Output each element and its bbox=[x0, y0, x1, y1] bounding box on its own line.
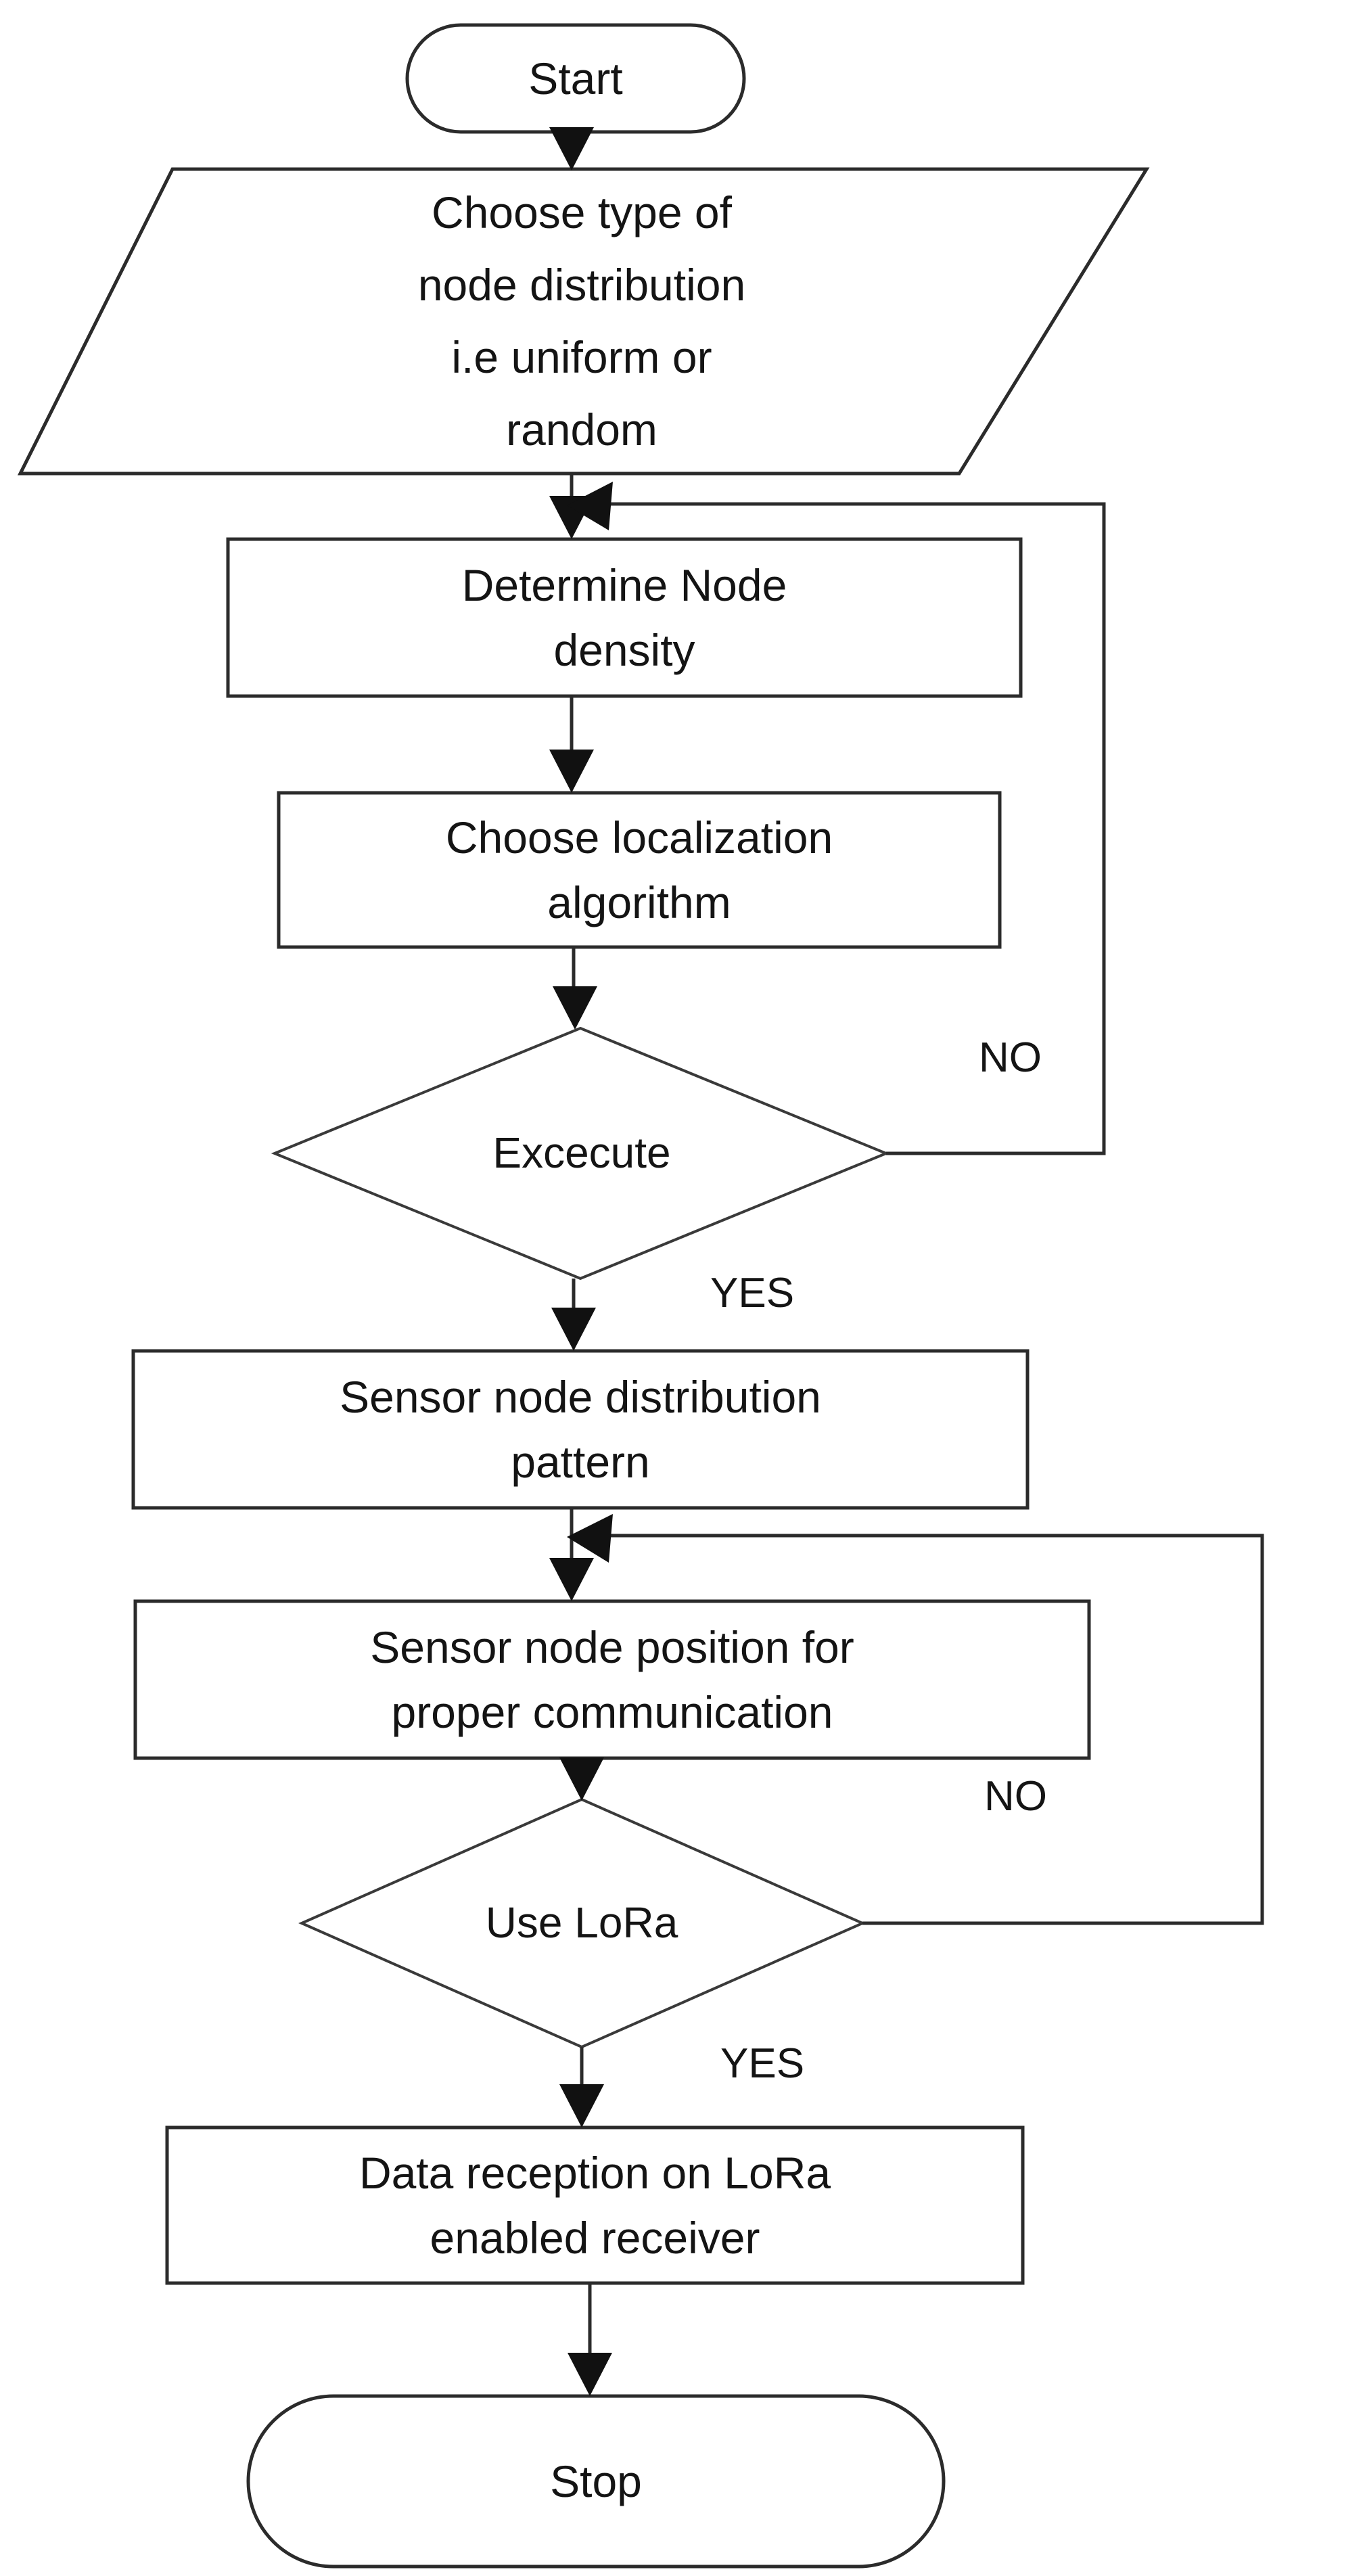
shape-pattern-process[interactable] bbox=[131, 1349, 1030, 1510]
shape-reception-process[interactable] bbox=[165, 2125, 1025, 2285]
connector-execute-no-loop bbox=[583, 502, 1106, 1155]
shape-execute-decision[interactable] bbox=[271, 1026, 890, 1281]
arrowhead-start-to-input bbox=[549, 127, 594, 170]
shape-stop-terminator[interactable] bbox=[246, 2394, 946, 2569]
arrowhead-density-to-algorithm bbox=[549, 750, 594, 793]
arrowhead-uselora-to-reception bbox=[559, 2084, 604, 2128]
shape-algorithm-process[interactable] bbox=[277, 791, 1002, 949]
connector-uselora-no-loop bbox=[583, 1534, 1264, 1925]
shape-input-parallelogram[interactable] bbox=[17, 167, 1150, 476]
shape-position-process[interactable] bbox=[133, 1599, 1091, 1760]
shape-density-process[interactable] bbox=[226, 537, 1023, 698]
shape-start-terminator[interactable] bbox=[405, 23, 746, 134]
arrowhead-uselora-no-loop bbox=[567, 1514, 613, 1563]
arrowhead-pattern-to-position bbox=[549, 1558, 594, 1601]
arrowhead-position-to-uselora bbox=[559, 1757, 604, 1801]
arrowhead-reception-to-stop bbox=[568, 2353, 612, 2396]
arrowhead-execute-to-pattern bbox=[551, 1308, 596, 1351]
arrowhead-algorithm-to-execute bbox=[553, 986, 597, 1030]
arrowhead-execute-no-loop bbox=[567, 482, 613, 530]
shape-uselora-decision[interactable] bbox=[298, 1797, 866, 2049]
